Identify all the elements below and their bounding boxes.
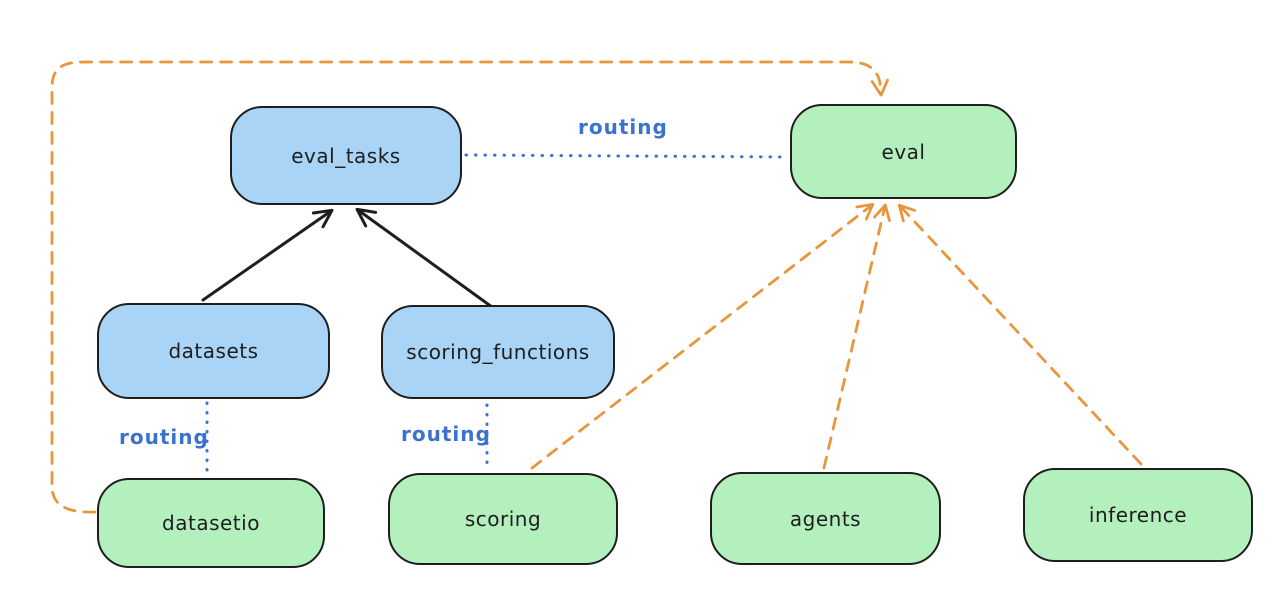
edge-label-routing-eval_tasks-eval: routing [578,115,668,139]
node-scoring: scoring [388,473,618,565]
edge-agents-to-eval [822,203,891,470]
node-eval: eval [790,104,1017,199]
node-datasets: datasets [97,303,330,399]
edge-label-routing-datasets-datasetio: routing [119,425,209,449]
edge-inference-to-eval [897,203,1143,466]
edge-scoring_functions-to-eval_tasks [355,207,494,309]
node-eval_tasks: eval_tasks [230,106,462,205]
node-datasetio: datasetio [97,478,325,568]
edge-scoring-to-eval [530,202,875,470]
node-scoring_functions: scoring_functions [381,305,615,399]
edge-eval_tasks-to-eval-routing [464,153,789,159]
edge-datasets-to-eval_tasks [201,208,334,302]
edge-datasetio-to-eval [50,60,889,514]
node-agents: agents [710,472,941,565]
node-inference: inference [1023,468,1253,562]
edge-label-routing-scoring_functions-scoring: routing [401,422,491,446]
